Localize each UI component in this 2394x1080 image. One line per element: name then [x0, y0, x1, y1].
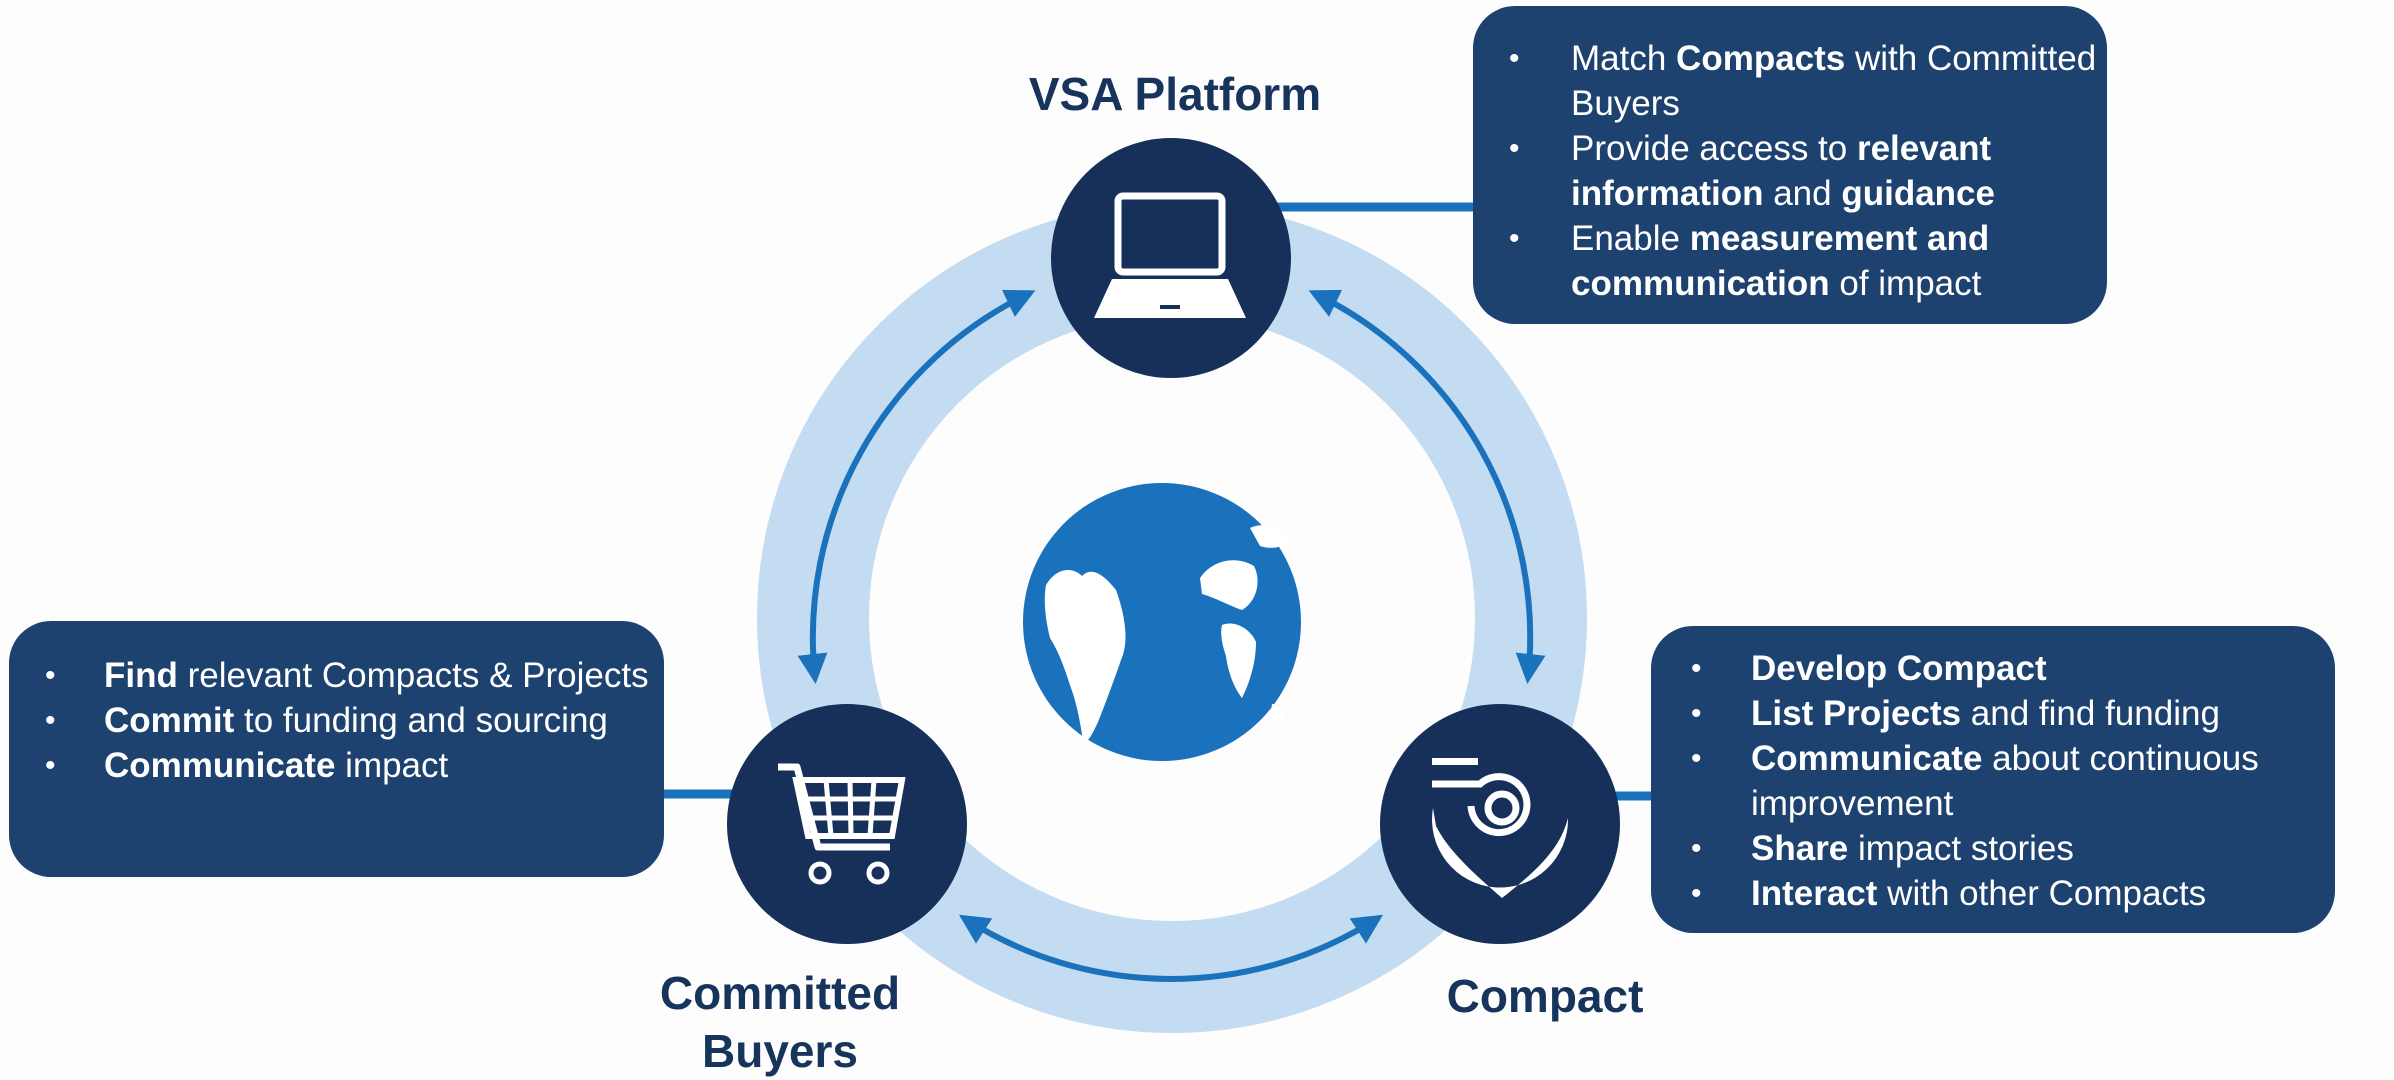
bullet-bold-text: Communicate	[104, 746, 335, 785]
compact-bullets: Develop CompactList Projects and find fu…	[1651, 646, 2335, 916]
bullet-text: with other Compacts	[1877, 874, 2206, 913]
bullet-bold-text: Communicate	[1751, 739, 1982, 778]
bullet-bold-text: Commit	[104, 701, 234, 740]
platform-info-box: Match Compacts with Committed BuyersProv…	[1473, 6, 2107, 324]
bullet-bold-text: Compacts	[1676, 39, 1845, 78]
bullet-item: Commit to funding and sourcing	[9, 698, 664, 743]
compact-node[interactable]	[1380, 704, 1620, 944]
bullet-text: to funding and sourcing	[234, 701, 608, 740]
bullet-text: of impact	[1830, 264, 1982, 303]
bullet-text: Enable	[1571, 219, 1690, 258]
bullet-item: Enable measurement and communication of …	[1473, 216, 2107, 306]
bullet-item: Share impact stories	[1651, 826, 2335, 871]
bullet-text: and find funding	[1961, 694, 2220, 733]
platform-title: VSA Platform	[1010, 66, 1340, 124]
platform-node[interactable]	[1051, 138, 1291, 378]
buyers-bullets: Find relevant Compacts & ProjectsCommit …	[9, 653, 664, 788]
bullet-item: Develop Compact	[1651, 646, 2335, 691]
compact-title: Compact	[1420, 968, 1670, 1026]
bullet-item: Communicate about continuous improvement	[1651, 736, 2335, 826]
bullet-text: impact	[335, 746, 448, 785]
buyers-info-box: Find relevant Compacts & ProjectsCommit …	[9, 621, 664, 877]
buyers-title: Committed Buyers	[620, 965, 940, 1080]
globe-icon	[1023, 483, 1301, 761]
bullet-item: Communicate impact	[9, 743, 664, 788]
bullet-text: relevant Compacts & Projects	[178, 656, 649, 695]
compact-info-box: Develop CompactList Projects and find fu…	[1651, 626, 2335, 933]
bullet-bold-text: Develop Compact	[1751, 649, 2047, 688]
bullet-item: Provide access to relevant information a…	[1473, 126, 2107, 216]
bullet-item: List Projects and find funding	[1651, 691, 2335, 736]
bullet-bold-text: List Projects	[1751, 694, 1961, 733]
buyers-node[interactable]	[727, 704, 967, 944]
bullet-text: Provide access to	[1571, 129, 1857, 168]
platform-bullets: Match Compacts with Committed BuyersProv…	[1473, 36, 2107, 306]
buyers-title-line2: Buyers	[620, 1023, 940, 1080]
bullet-item: Find relevant Compacts & Projects	[9, 653, 664, 698]
bullet-text: Match	[1571, 39, 1676, 78]
bullet-bold-text: Interact	[1751, 874, 1877, 913]
bullet-bold-text: Share	[1751, 829, 1848, 868]
bullet-text: and	[1763, 174, 1841, 213]
buyers-title-line1: Committed	[620, 965, 940, 1023]
bullet-item: Interact with other Compacts	[1651, 871, 2335, 916]
bullet-bold-text: guidance	[1841, 174, 1995, 213]
bullet-text: impact stories	[1848, 829, 2074, 868]
bullet-bold-text: Find	[104, 656, 178, 695]
bullet-item: Match Compacts with Committed Buyers	[1473, 36, 2107, 126]
